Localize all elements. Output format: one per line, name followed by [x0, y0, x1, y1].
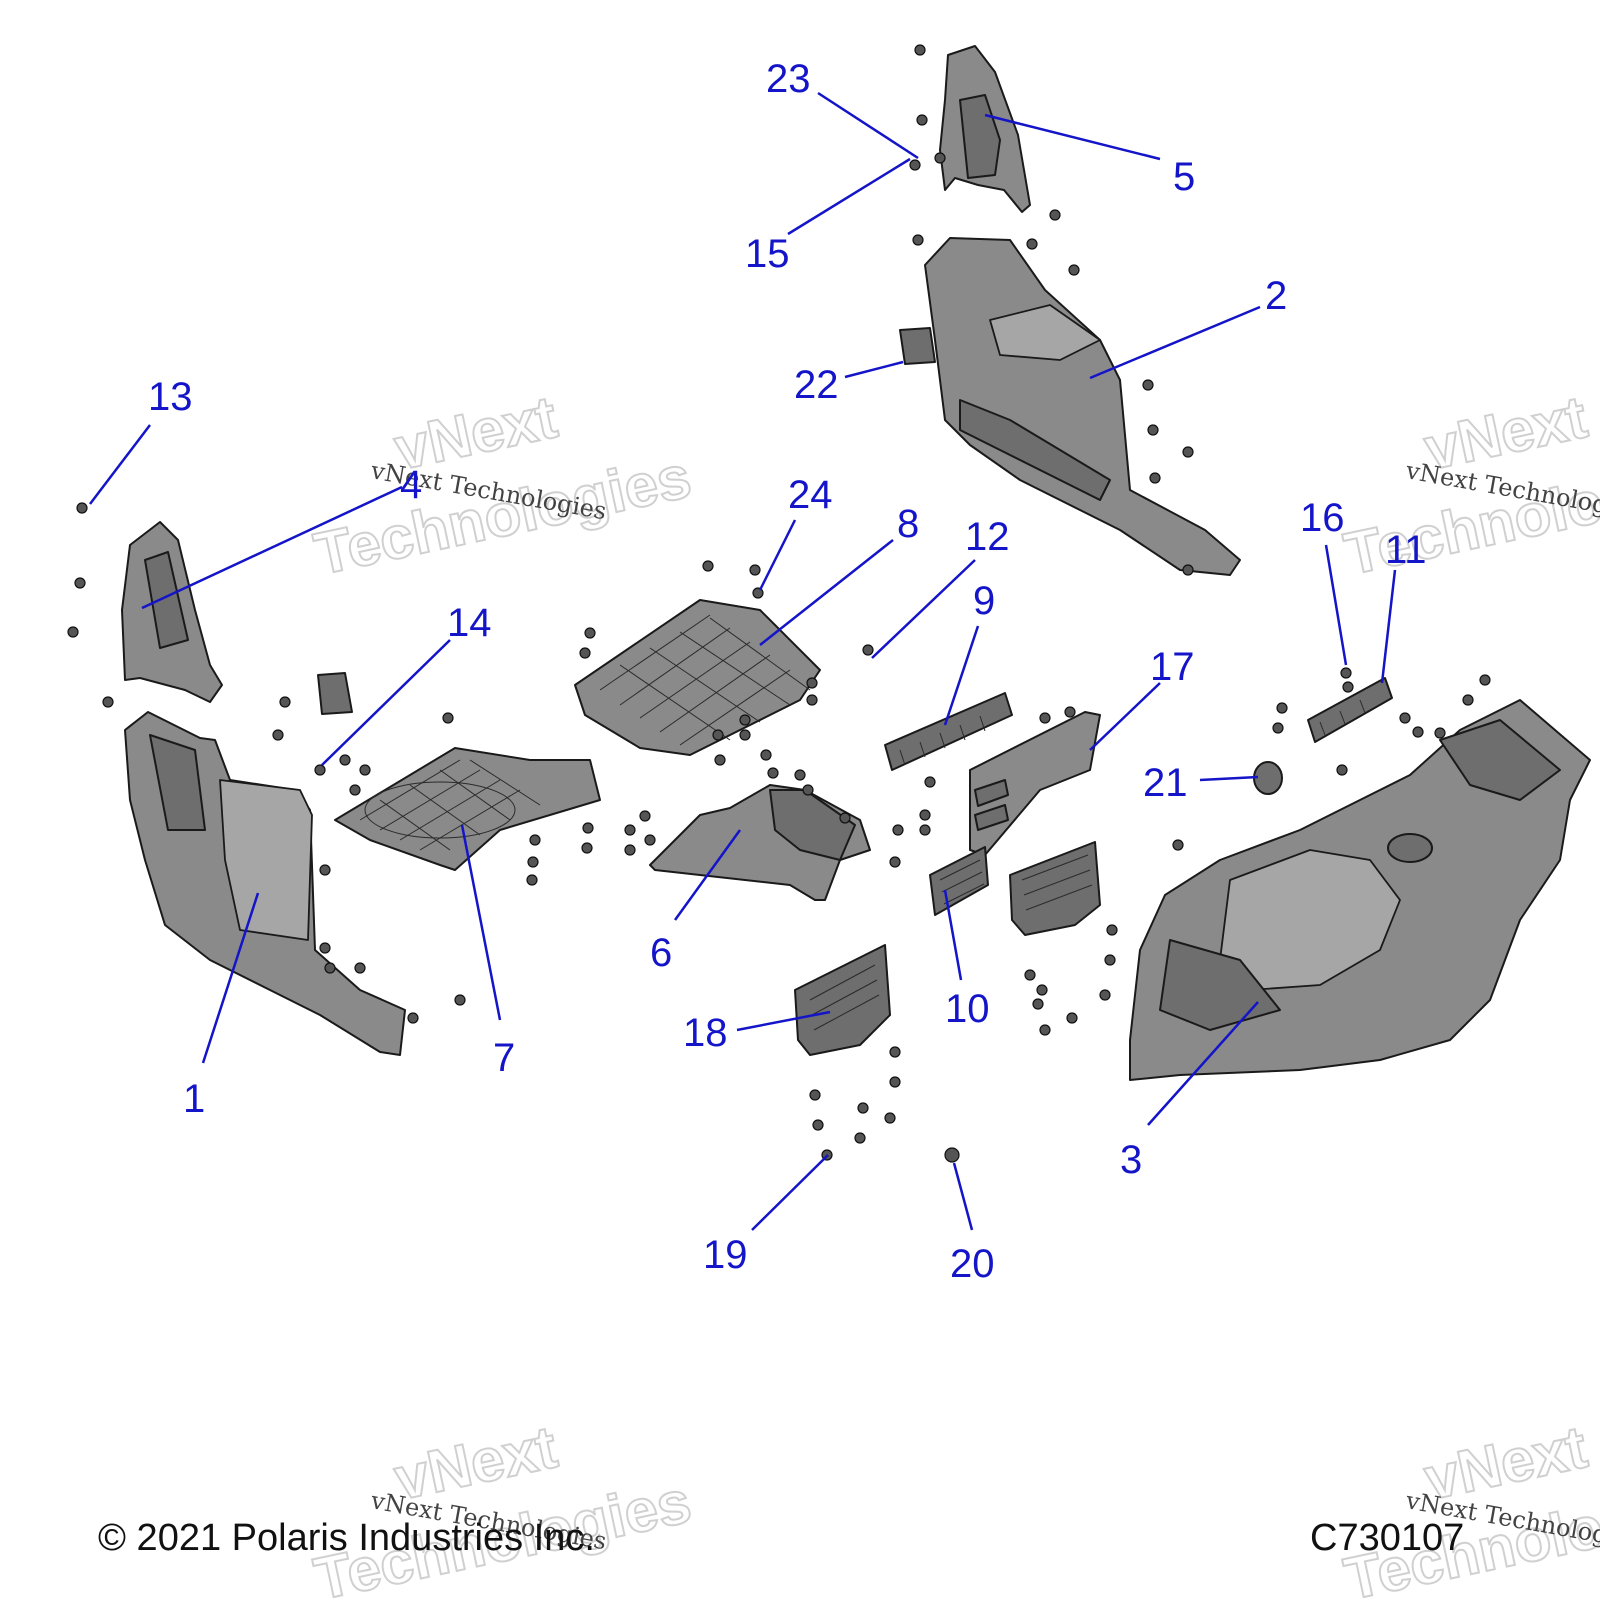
leader-10 — [943, 889, 963, 981]
callout-12: 12 — [965, 515, 1010, 559]
leader-7 — [460, 824, 502, 1021]
callout-8: 8 — [897, 502, 919, 546]
diagram-code: C730107 — [1310, 1517, 1464, 1559]
leader-11 — [1380, 569, 1397, 684]
callout-9: 9 — [973, 579, 995, 623]
leader-2 — [1089, 305, 1261, 380]
part-3-rear-console — [1129, 699, 1591, 1081]
callout-10: 10 — [945, 987, 990, 1031]
fasteners — [67, 44, 1491, 1163]
leader-24 — [758, 519, 797, 591]
leader-23 — [817, 91, 919, 160]
watermark-line2: Technologies — [309, 443, 697, 588]
leader-1 — [201, 892, 260, 1064]
part-17-access-panel — [969, 711, 1101, 856]
leader-3 — [1147, 1001, 1259, 1126]
leader-4 — [141, 485, 403, 610]
callout-13: 13 — [148, 375, 193, 419]
leader-15 — [787, 157, 911, 236]
leader-12 — [871, 559, 976, 659]
part-grille-right — [1009, 841, 1101, 936]
part-5-upper-trim — [939, 45, 1031, 213]
part-18-grille — [794, 944, 891, 1056]
callout-15: 15 — [745, 232, 790, 276]
part-9-vent-plate — [884, 692, 1013, 771]
part-22-grommet — [899, 327, 936, 365]
callout-22: 22 — [794, 363, 839, 407]
part-1-left-side-panel — [124, 711, 406, 1056]
watermark-bottom-right: vNext Technologies vNext Technologies — [1338, 1412, 1600, 1600]
callout-24: 24 — [788, 473, 833, 517]
leader-5 — [984, 113, 1161, 161]
callout-labels: 1 2 3 4 5 6 7 8 9 10 11 12 13 14 15 16 1… — [148, 57, 1427, 1286]
part-6-center-tunnel-cover — [649, 784, 871, 901]
leader-lines — [89, 91, 1397, 1231]
part-10-vent-plate — [929, 846, 989, 916]
watermark-top-left: vNext Technologies vNext Technologies — [308, 382, 698, 589]
callout-23: 23 — [766, 57, 811, 101]
leader-17 — [1089, 682, 1161, 751]
callout-4: 4 — [400, 463, 422, 507]
part-7-left-floor-mat — [334, 747, 601, 871]
leader-20 — [952, 1162, 974, 1231]
leader-13 — [89, 424, 151, 505]
leader-14 — [321, 639, 451, 766]
callout-21: 21 — [1143, 761, 1188, 805]
part-11-vent-plate — [1307, 677, 1393, 743]
part-21-plug — [1253, 761, 1283, 795]
callout-7: 7 — [493, 1036, 515, 1080]
callout-18: 18 — [683, 1011, 728, 1055]
leader-6 — [673, 829, 742, 921]
leader-16 — [1324, 544, 1348, 666]
part-4-left-upper-trim — [121, 521, 223, 703]
callout-3: 3 — [1120, 1138, 1142, 1182]
part-14-grommet — [317, 672, 353, 715]
part-2-right-side-panel — [924, 237, 1241, 576]
callout-16: 16 — [1300, 496, 1345, 540]
callout-11: 11 — [1385, 528, 1427, 572]
watermark-bottom-left: vNext Technologies vNext Technologies — [308, 1412, 698, 1600]
callout-5: 5 — [1173, 155, 1195, 199]
leader-19 — [751, 1154, 829, 1231]
callout-20: 20 — [950, 1242, 995, 1286]
part-8-center-floor-mat — [574, 599, 821, 756]
leader-9 — [943, 625, 980, 726]
leader-22 — [844, 360, 904, 379]
leader-21 — [1199, 775, 1259, 782]
callout-17: 17 — [1150, 645, 1195, 689]
watermark-top-right: vNext Technologies vNext Technologies — [1338, 382, 1600, 589]
leader-8 — [759, 539, 894, 646]
callout-2: 2 — [1265, 274, 1287, 318]
copyright-text: © 2021 Polaris Industries Inc. — [98, 1517, 595, 1559]
leader-18 — [736, 1010, 831, 1032]
callout-19: 19 — [703, 1233, 748, 1277]
callout-6: 6 — [650, 931, 672, 975]
callout-14: 14 — [447, 601, 492, 645]
callout-1: 1 — [183, 1077, 205, 1121]
